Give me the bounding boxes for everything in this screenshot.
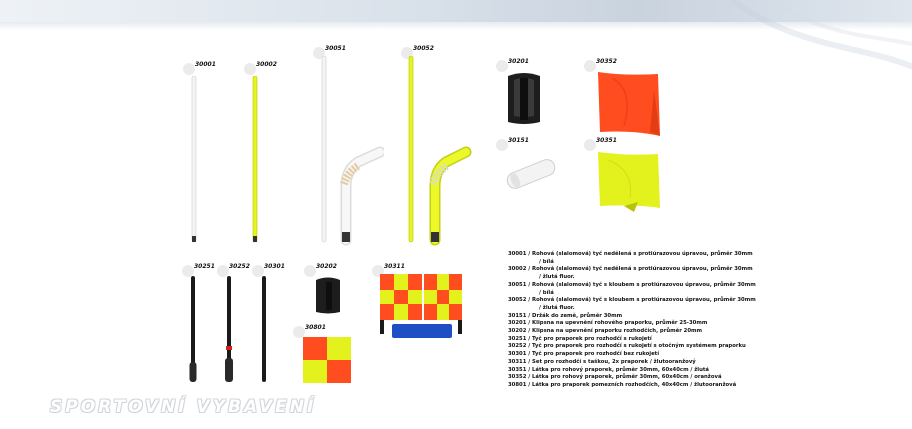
code-bubble bbox=[217, 265, 229, 277]
legend-line: 30352 / Látka pro rohový praporek, průmě… bbox=[508, 374, 722, 381]
black-clip-small-icon bbox=[316, 277, 340, 314]
legend-line: 30202 / Klipsna na upevnění praporku roz… bbox=[508, 328, 703, 335]
product-legend: 30001 / Rohová (slalomová) tyč nedělená … bbox=[508, 251, 788, 390]
legend-line: 30151 / Držák do země, průměr 30mm bbox=[508, 312, 623, 319]
yellow-flag-icon bbox=[598, 152, 660, 212]
product-code: 30252 bbox=[229, 263, 250, 270]
code-bubble bbox=[244, 63, 256, 75]
product-code: 30052 bbox=[413, 45, 434, 52]
black-clip-icon bbox=[508, 73, 540, 124]
legend-line: 30252 / Tyč pro praporek pro rozhodčí s … bbox=[508, 343, 746, 350]
product-code: 30352 bbox=[596, 58, 617, 65]
legend-line: 30351 / Látka pro rohový praporek, průmě… bbox=[508, 366, 709, 373]
background-swirl bbox=[730, 0, 912, 70]
black-referee-pole-icon bbox=[189, 276, 197, 382]
white-pole-icon bbox=[191, 76, 197, 243]
header-bar bbox=[0, 0, 912, 22]
code-bubble bbox=[313, 47, 325, 59]
product-code: 30202 bbox=[316, 263, 337, 270]
brand-watermark: SPORTOVNÍ VYBAVENÍ bbox=[50, 397, 317, 417]
legend-line-cont: / bílá bbox=[539, 258, 554, 265]
legend-line: 30311 / Set pro rozhodčí s taškou, 2x pr… bbox=[508, 358, 696, 365]
yellow-pole-with-joint-icon bbox=[408, 56, 472, 246]
product-code: 30311 bbox=[384, 263, 405, 270]
code-bubble bbox=[182, 265, 194, 277]
product-code: 30002 bbox=[256, 61, 277, 68]
legend-line: 30051 / Rohová (slalomová) tyč s kloubem… bbox=[508, 281, 756, 288]
code-bubble bbox=[293, 326, 305, 338]
code-bubble bbox=[496, 60, 508, 72]
code-bubble bbox=[304, 265, 316, 277]
ground-holder-icon bbox=[506, 159, 556, 189]
legend-line: 30002 / Rohová (slalomová) tyč nedělená … bbox=[508, 266, 753, 273]
product-code: 30051 bbox=[325, 45, 346, 52]
code-bubble bbox=[584, 139, 596, 151]
code-bubble bbox=[584, 60, 596, 72]
black-referee-pole-plain-icon bbox=[262, 276, 266, 382]
checkered-flag-icon bbox=[303, 337, 351, 383]
product-code: 30301 bbox=[264, 263, 285, 270]
black-referee-pole-with-handle-icon bbox=[225, 276, 233, 382]
product-code: 30351 bbox=[596, 137, 617, 144]
code-bubble bbox=[496, 139, 508, 151]
yellow-pole-icon bbox=[252, 76, 258, 243]
legend-line: 30201 / Klipsna na upevnění rohového pra… bbox=[508, 320, 708, 327]
orange-flag-icon bbox=[598, 72, 660, 136]
legend-line-cont: / žlutá fluor. bbox=[539, 274, 575, 281]
white-pole-with-joint-icon bbox=[321, 56, 384, 246]
legend-line: 30301 / Tyč pro praporek pro rozhodčí be… bbox=[508, 351, 660, 358]
product-code: 30001 bbox=[195, 61, 216, 68]
legend-line-cont: / žlutá fluor. bbox=[539, 304, 575, 311]
product-code: 30251 bbox=[194, 263, 215, 270]
legend-line: 30801 / Látka pro praporek pomezních roz… bbox=[508, 381, 737, 388]
referee-flag-set-icon bbox=[380, 274, 462, 338]
code-bubble bbox=[183, 63, 195, 75]
code-bubble bbox=[252, 265, 264, 277]
legend-line-cont: / bílá bbox=[539, 289, 554, 296]
header-shade bbox=[0, 22, 912, 30]
legend-line: 30251 / Tyč pro praporek pro rozhodčí s … bbox=[508, 335, 652, 342]
legend-line: 30001 / Rohová (slalomová) tyč nedělená … bbox=[508, 251, 753, 257]
legend-line: 30052 / Rohová (slalomová) tyč s kloubem… bbox=[508, 297, 756, 304]
product-code: 30151 bbox=[508, 137, 529, 144]
product-code: 30201 bbox=[508, 58, 529, 65]
product-code: 30801 bbox=[305, 324, 326, 331]
